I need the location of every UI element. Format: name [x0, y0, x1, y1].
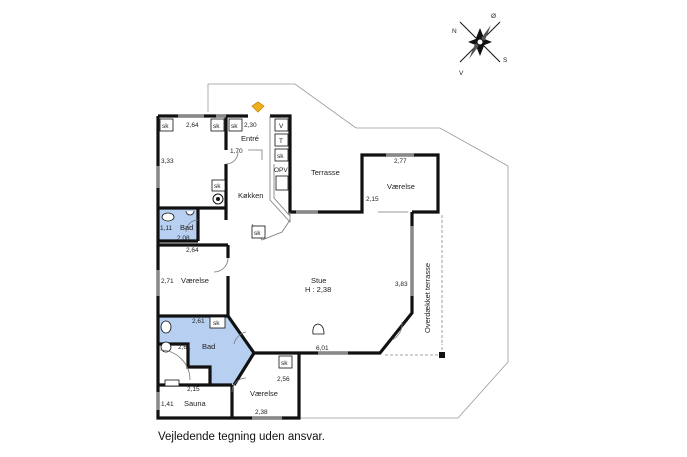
toilet-small-icon	[161, 212, 175, 222]
dim-111: 1,11	[160, 225, 173, 232]
boiler-core-icon	[216, 197, 220, 201]
room-stue-height: H : 2,38	[305, 285, 331, 294]
door-swing-bed-s	[231, 377, 247, 393]
dim-333: 3,33	[161, 158, 174, 165]
compass-v: V	[459, 70, 464, 77]
room-bad-big: Bad	[202, 342, 215, 351]
fixture-v	[274, 118, 289, 132]
entrance-arrow-icon	[251, 101, 265, 113]
fixture-t-label: T	[279, 138, 283, 145]
bath-big-floor	[158, 316, 254, 385]
outer-wall-north-b	[270, 114, 440, 214]
dim-271: 2,71	[161, 278, 174, 285]
dim-208: 2,08	[177, 235, 190, 242]
fixture-sk8-label: sk	[281, 360, 288, 367]
fireplace-icon	[312, 323, 325, 335]
door-swing-bath-small	[185, 219, 199, 233]
dim-170: 1,70	[230, 148, 243, 155]
room-terrasse: Terrasse	[311, 168, 340, 177]
terrace-outline	[207, 83, 509, 419]
room-vaerelse-ne: Værelse	[387, 182, 415, 191]
room-overdaekket-terrasse: Overdækket terrasse	[423, 263, 432, 333]
kitchen-counter-inner	[273, 164, 291, 217]
door-swing-entre	[225, 151, 239, 165]
basin-big-icon	[160, 341, 172, 353]
dim-215-s: 2,15	[187, 386, 200, 393]
door-swing-bed-w	[213, 257, 229, 273]
dim-238: 2,38	[255, 409, 268, 416]
dim-261-top: 2,61	[192, 318, 205, 325]
fixture-sk1-label: sk	[162, 123, 169, 130]
fixture-sk7-label: sk	[213, 320, 220, 327]
dim-256: 2,56	[277, 376, 290, 383]
dim-261-left: 2,61	[178, 344, 191, 351]
room-vaerelse-w: Værelse	[181, 276, 209, 285]
fixture-sk1	[159, 118, 174, 132]
terrace-post	[439, 352, 445, 358]
fixture-t	[274, 133, 289, 147]
dim-264-mid: 2,64	[186, 247, 199, 254]
wall-shower	[158, 342, 212, 385]
door-swing-stue	[391, 321, 403, 341]
door-swing-entre2	[248, 149, 263, 160]
fixture-sk6	[251, 225, 266, 239]
dim-601: 6,01	[316, 345, 329, 352]
door-swing-bath	[233, 331, 247, 345]
dim-230: 2,30	[244, 122, 257, 129]
shower-screen	[159, 349, 191, 381]
fixture-sk4	[274, 148, 289, 162]
fixture-sk5	[211, 179, 226, 192]
fixture-sk3	[228, 118, 243, 132]
toilet-big-icon	[160, 320, 172, 334]
compass-rose-icon: N Ø S V	[452, 13, 508, 77]
dim-141: 1,41	[161, 401, 174, 408]
dim-215-ne: 2,15	[366, 196, 379, 203]
basin-small-icon	[185, 210, 195, 216]
room-vaerelse-s: Værelse	[250, 389, 278, 398]
room-entre: Entré	[241, 134, 259, 143]
fixture-sk8	[278, 355, 293, 369]
fixture-sk7	[209, 316, 226, 329]
disclaimer: Vejledende tegning uden ansvar.	[158, 431, 325, 443]
dim-264-top: 2,64	[186, 122, 199, 129]
fixture-sk4-label: sk	[277, 153, 284, 160]
sink-icon	[275, 175, 289, 191]
dim-277: 2,77	[394, 158, 407, 165]
fixture-sk6-label: sk	[254, 230, 261, 237]
room-kokken: Køkken	[238, 191, 263, 200]
fixture-opv-label: OPV	[274, 167, 288, 174]
dim-383: 3,83	[395, 281, 408, 288]
compass-o: Ø	[491, 13, 496, 20]
room-stue: Stue	[311, 276, 326, 285]
fixture-v-label: V	[279, 123, 284, 130]
sauna-stove-icon	[164, 379, 180, 387]
fixture-sk2	[210, 118, 225, 132]
compass-s: S	[503, 57, 508, 64]
fixture-sk3-label: sk	[231, 123, 238, 130]
room-bad-small: Bad	[180, 223, 193, 232]
kitchen-counter	[269, 116, 291, 224]
room-sauna: Sauna	[184, 399, 207, 408]
outer-wall-west	[156, 116, 301, 420]
compass-n: N	[452, 28, 457, 35]
fixture-sk5-label: sk	[214, 183, 221, 190]
fixture-sk2-label: sk	[213, 123, 220, 130]
